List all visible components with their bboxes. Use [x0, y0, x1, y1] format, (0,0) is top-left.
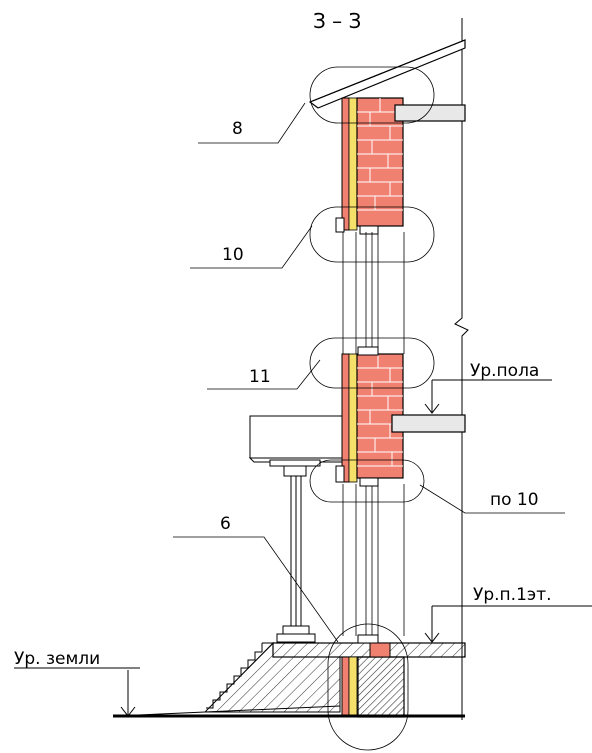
level-floor-label: Ур.пола: [470, 361, 539, 381]
foundation: [113, 634, 466, 718]
window-frame: [342, 232, 405, 636]
canopy: [248, 415, 343, 643]
callout-ellipse-11: [309, 337, 435, 389]
section-title: З – З: [313, 9, 361, 33]
middle-wall: [335, 346, 466, 487]
leader-6: [173, 536, 339, 643]
level-ground: Ур. земли: [14, 649, 140, 717]
break-line: [454, 18, 469, 720]
leader-11: [207, 359, 321, 390]
upper-wall: [335, 97, 466, 235]
level-first-floor-label: Ур.п.1эт.: [473, 585, 552, 605]
callout-ellipse-8: [309, 66, 435, 124]
callout-10-label: 10: [222, 245, 244, 265]
callout-ellipse-6: [327, 623, 409, 751]
leader-po10: [419, 484, 565, 514]
level-ground-label: Ур. земли: [14, 649, 100, 669]
leader-10: [190, 225, 313, 269]
level-floor: Ур.пола: [424, 361, 552, 414]
roof: [308, 39, 466, 109]
callout-11-label: 11: [249, 367, 271, 387]
callout-8-label: 8: [232, 119, 243, 139]
callout-ellipse-10: [309, 206, 435, 263]
leader-8: [198, 102, 306, 144]
level-first-floor: Ур.п.1эт.: [424, 585, 592, 643]
callout-6-label: 6: [220, 514, 231, 534]
callout-ellipse-po10: [309, 459, 425, 503]
callout-po10-label: по 10: [490, 490, 539, 510]
